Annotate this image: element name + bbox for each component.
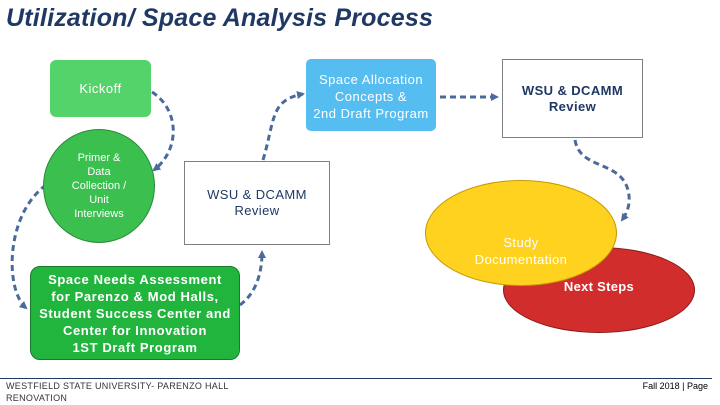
arrow-primer-to-needs <box>10 183 47 310</box>
primer-data-collection-circle: Primer & Data Collection / Unit Intervie… <box>43 129 155 243</box>
space-needs-line: 1ST Draft Program <box>72 339 198 355</box>
arrow-review-to-alloc <box>261 91 305 161</box>
next-steps-label: Next Steps <box>563 278 635 294</box>
arrow-kickoff-to-primer <box>151 90 175 172</box>
space-needs-line: Space Needs Assessment <box>48 271 222 287</box>
wsu-review-line: WSU & DCAMM <box>521 82 624 98</box>
wsu-dcamm-review-box-1: WSU & DCAMM Review <box>502 59 643 138</box>
primer-line: Data <box>87 166 111 178</box>
space-allocation-box: Space Allocation Concepts & 2nd Draft Pr… <box>306 59 436 131</box>
space-allocation-line: Concepts & <box>334 88 408 104</box>
footer-project-line: RENOVATION <box>6 393 68 403</box>
space-needs-line: for Parenzo & Mod Halls, <box>51 288 219 304</box>
space-allocation-line: Space Allocation <box>318 71 424 87</box>
primer-line: Primer & <box>77 152 121 164</box>
space-needs-assessment-box: Space Needs Assessment for Parenzo & Mod… <box>30 266 240 360</box>
wsu-review-line: Review <box>234 203 280 218</box>
study-line: Documentation <box>474 252 568 267</box>
kickoff-box: Kickoff <box>50 60 151 117</box>
kickoff-label: Kickoff <box>79 81 122 96</box>
primer-line: Unit <box>89 194 109 206</box>
wsu-review-line: Review <box>548 98 597 114</box>
space-needs-line: Student Success Center and <box>39 305 231 321</box>
arrow-wsu-to-study <box>573 139 631 222</box>
footer-project-name: WESTFIELD STATE UNIVERSITY- PARENZO HALL… <box>6 380 229 404</box>
footer-divider <box>0 378 712 379</box>
arrow-needs-to-review <box>239 250 266 307</box>
footer-project-line: WESTFIELD STATE UNIVERSITY- PARENZO HALL <box>6 381 229 391</box>
wsu-review-line: WSU & DCAMM <box>207 187 307 202</box>
study-line: Study <box>503 235 539 250</box>
primer-line: Collection / <box>71 180 127 192</box>
space-needs-line: Center for Innovation <box>62 322 208 338</box>
footer-page-info: Fall 2018 | Page <box>642 381 708 391</box>
primer-line: Interviews <box>74 208 124 220</box>
page-title: Utilization/ Space Analysis Process <box>6 4 434 32</box>
wsu-dcamm-review-box-2: WSU & DCAMM Review <box>184 161 330 245</box>
space-allocation-line: 2nd Draft Program <box>313 105 429 121</box>
study-documentation-ellipse: Study Documentation <box>425 180 617 286</box>
